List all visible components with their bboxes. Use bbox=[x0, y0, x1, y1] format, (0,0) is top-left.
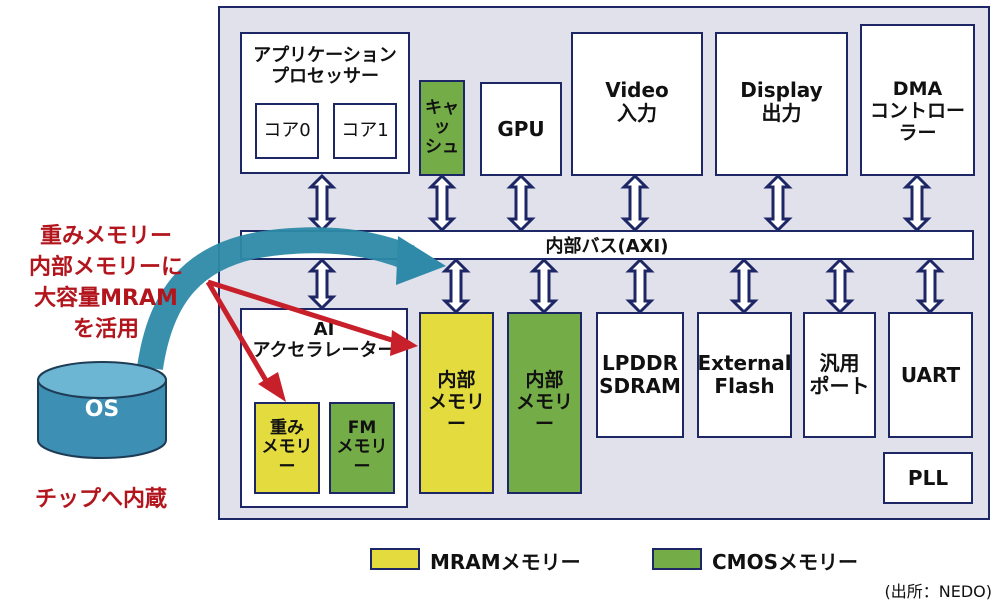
os-caption: チップへ内蔵 bbox=[6, 456, 196, 513]
legend-mram-label: MRAMメモリー bbox=[430, 546, 581, 575]
os-caption-text: チップへ内蔵 bbox=[34, 487, 167, 512]
core0-block: コア0 bbox=[255, 103, 319, 159]
internal-memory-cmos-label: 内部 メモリー bbox=[515, 369, 573, 435]
callout-text: 重みメモリー 内部メモリーに 大容量MRAM を活用 bbox=[6, 190, 206, 345]
os-label: OS bbox=[38, 397, 166, 422]
internal-memory-mram-label: 内部 メモリー bbox=[427, 369, 485, 435]
weight-memory-label: 重み メモリー bbox=[261, 417, 313, 477]
internal-memory-mram-block: 内部 メモリー bbox=[419, 312, 494, 494]
pll-block: PLL bbox=[883, 452, 973, 504]
fm-memory-block: FM メモリー bbox=[329, 402, 395, 494]
legend-cmos-swatch bbox=[652, 548, 702, 570]
source-note-text: (出所：NEDO) bbox=[884, 582, 992, 601]
core1-label: コア1 bbox=[341, 119, 389, 141]
gp-port-label: 汎用 ポート bbox=[809, 351, 870, 398]
display-output-block: Display 出力 bbox=[715, 32, 848, 176]
external-flash-block: External Flash bbox=[697, 312, 792, 438]
dma-controller-label: DMA コントローラー bbox=[869, 78, 965, 144]
internal-memory-cmos-block: 内部 メモリー bbox=[507, 312, 582, 494]
weight-memory-block: 重み メモリー bbox=[254, 402, 320, 494]
display-output-label: Display 出力 bbox=[740, 78, 823, 125]
cache-block: キャッ シュ bbox=[419, 80, 465, 176]
pll-label: PLL bbox=[907, 465, 949, 490]
internal-bus-label: 内部バス(AXI) bbox=[545, 236, 669, 257]
uart-block: UART bbox=[888, 312, 973, 438]
legend-mram-text: MRAMメモリー bbox=[430, 550, 581, 574]
fm-memory-label: FM メモリー bbox=[336, 417, 388, 477]
core0-label: コア0 bbox=[263, 119, 311, 141]
gpu-block: GPU bbox=[480, 82, 562, 176]
os-cylinder bbox=[37, 361, 167, 459]
os-label-text: OS bbox=[84, 397, 120, 422]
legend-cmos-label: CMOSメモリー bbox=[712, 546, 858, 575]
gp-port-block: 汎用 ポート bbox=[803, 312, 876, 438]
video-input-block: Video 入力 bbox=[571, 32, 703, 176]
red-arrows bbox=[205, 279, 418, 402]
lpddr-sdram-label: LPDDR SDRAM bbox=[599, 351, 681, 398]
legend-mram-swatch bbox=[370, 548, 420, 570]
dma-controller-block: DMA コントローラー bbox=[860, 24, 975, 176]
legend-cmos-text: CMOSメモリー bbox=[712, 550, 858, 574]
core1-block: コア1 bbox=[333, 103, 397, 159]
lpddr-sdram-block: LPDDR SDRAM bbox=[596, 312, 684, 438]
source-note: (出所：NEDO) bbox=[885, 578, 992, 602]
gpu-label: GPU bbox=[497, 116, 545, 141]
callout-text-content: 重みメモリー 内部メモリーに 大容量MRAM を活用 bbox=[28, 224, 183, 342]
ai-accelerator-label: AI アクセラレーター bbox=[252, 319, 396, 361]
video-input-label: Video 入力 bbox=[605, 78, 669, 125]
app-processor-label: アプリケーション プロセッサー bbox=[253, 45, 397, 87]
os-curved-arrow bbox=[137, 227, 415, 370]
os-curved-arrowhead bbox=[396, 236, 446, 285]
uart-label: UART bbox=[900, 362, 961, 387]
external-flash-label: External Flash bbox=[697, 351, 792, 398]
cache-label: キャッ シュ bbox=[425, 97, 459, 157]
